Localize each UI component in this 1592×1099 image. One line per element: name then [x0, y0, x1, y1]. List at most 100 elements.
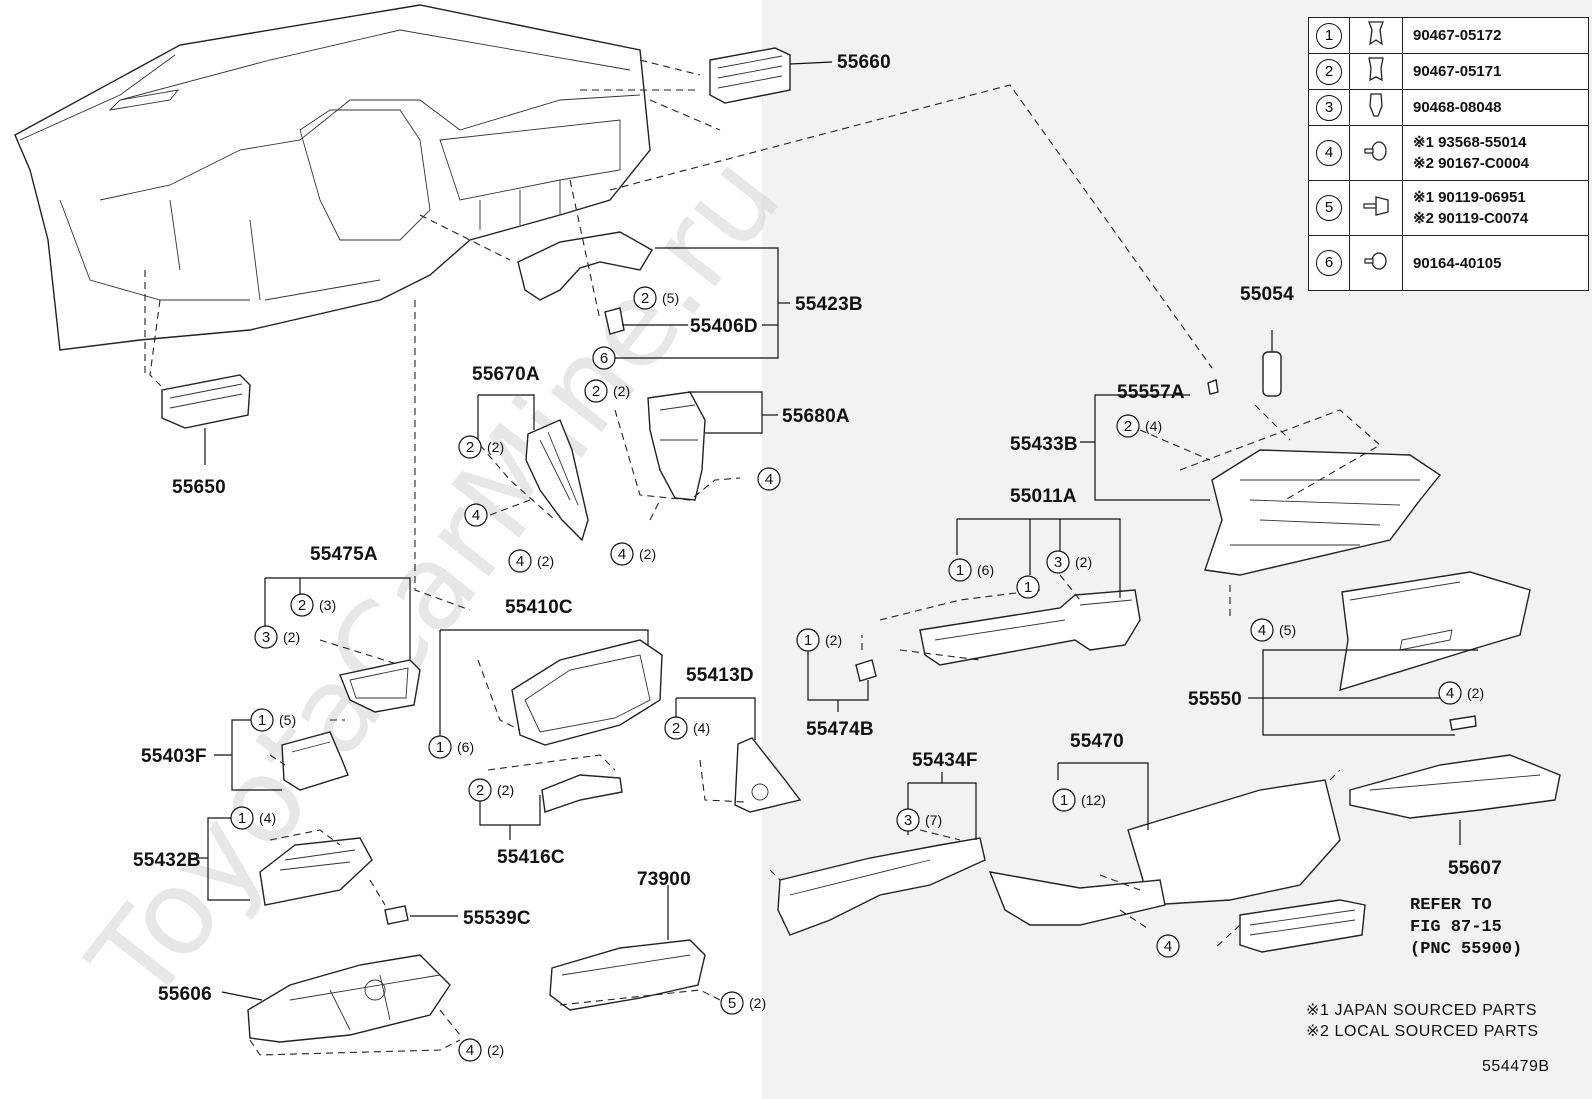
svg-text:(2): (2) — [283, 629, 300, 645]
svg-text:(6): (6) — [457, 739, 474, 755]
label-55474B: 55474B — [806, 719, 874, 740]
callout-55434F-3: 3 (7) — [896, 808, 942, 832]
leader-lines — [194, 61, 1478, 1001]
callout-55433B-2: 2 (4) — [1116, 414, 1162, 438]
svg-text:2: 2 — [672, 720, 680, 737]
legend-part-number: 90467-05171 — [1413, 63, 1502, 80]
svg-text:2: 2 — [592, 383, 600, 400]
svg-text:(2): (2) — [825, 632, 842, 648]
svg-text:(4): (4) — [1145, 418, 1162, 434]
svg-text:4: 4 — [466, 1042, 474, 1059]
label-55054: 55054 — [1240, 284, 1294, 305]
label-55557A: 55557A — [1117, 382, 1185, 403]
svg-text:2: 2 — [476, 782, 484, 799]
callout-55416C-2: 2(2) — [468, 778, 514, 802]
svg-text:(2): (2) — [1075, 554, 1092, 570]
side-vent-55660-shape — [709, 47, 791, 104]
legend-row: 4 ※1 93568-55014 ※2 90167-C0004 — [1308, 125, 1589, 181]
sourcing-notes: ※1 JAPAN SOURCED PARTS ※2 LOCAL SOURCED … — [1306, 1000, 1539, 1042]
callout-55670A-2: 2 (2) — [458, 435, 504, 459]
callout-55470-1: 1 (12) — [1052, 788, 1106, 812]
callout-55550-4: 4(2) — [1438, 681, 1484, 705]
clip-icon — [1368, 57, 1384, 82]
label-55410C: 55410C — [505, 597, 573, 618]
svg-text:(2): (2) — [639, 546, 656, 562]
svg-text:(2): (2) — [749, 995, 766, 1011]
callout-55670A-4b: 4(2) — [508, 549, 554, 573]
callout-55550-4top: 4 (5) — [1250, 618, 1296, 642]
legend-part-number-alt: ※2 90167-C0004 — [1413, 155, 1529, 172]
label-55550: 55550 — [1188, 689, 1242, 710]
clip-icon — [1369, 93, 1383, 117]
svg-text:1: 1 — [956, 562, 964, 579]
legend-number: 4 — [1316, 140, 1342, 166]
svg-text:(4): (4) — [259, 810, 276, 826]
svg-text:1: 1 — [1024, 579, 1032, 596]
svg-text:1: 1 — [1060, 792, 1068, 809]
svg-text:(4): (4) — [693, 720, 710, 736]
label-55607: 55607 — [1448, 858, 1502, 879]
legend-number: 3 — [1316, 94, 1342, 121]
legend-part-number: ※1 90119-06951 — [1413, 189, 1526, 206]
svg-text:1: 1 — [436, 739, 444, 756]
legend-number: 6 — [1316, 250, 1342, 276]
label-55539C: 55539C — [463, 908, 531, 929]
svg-text:(2): (2) — [613, 383, 630, 399]
svg-text:2: 2 — [466, 439, 474, 456]
callout-55470-4: 4 — [1156, 934, 1180, 958]
meter-hood-55410C-shape — [511, 639, 663, 746]
clip-icon — [1368, 21, 1384, 46]
svg-text:(5): (5) — [662, 290, 679, 306]
callout-55680A-2: 2 (2) — [584, 379, 630, 403]
svg-text:(2): (2) — [1467, 685, 1484, 701]
svg-text:3: 3 — [904, 812, 912, 829]
label-73900: 73900 — [637, 869, 691, 890]
svg-text:4: 4 — [516, 553, 524, 570]
note-local-sourced: ※2 LOCAL SOURCED PARTS — [1306, 1023, 1539, 1040]
svg-text:(5): (5) — [1279, 622, 1296, 638]
svg-text:(2): (2) — [487, 439, 504, 455]
lower-panel-55434F-shape — [777, 837, 986, 936]
legend-row: 6 90164-40105 — [1308, 235, 1589, 291]
clip-55539C-shape — [384, 905, 409, 925]
callout-55606-4: 4(2) — [458, 1038, 504, 1062]
svg-text:4: 4 — [1164, 938, 1172, 955]
panel-55403F-shape — [281, 731, 349, 791]
svg-text:(7): (7) — [925, 812, 942, 828]
label-55475A: 55475A — [310, 544, 378, 565]
lower-cover-55606-shape — [247, 954, 451, 1043]
screw-icon — [1364, 251, 1387, 270]
bolt-icon — [1363, 195, 1389, 216]
svg-text:5: 5 — [728, 995, 736, 1012]
center-cover-55470-shape — [988, 779, 1341, 926]
legend-number: 2 — [1316, 58, 1342, 85]
svg-text:2: 2 — [1124, 418, 1132, 435]
illustration-number: 554479B — [1482, 1058, 1550, 1075]
svg-text:1: 1 — [804, 632, 812, 649]
label-55670A: 55670A — [472, 364, 540, 385]
svg-text:4: 4 — [765, 471, 773, 488]
svg-text:(3): (3) — [319, 597, 336, 613]
refer-to-figure-note: REFER TO FIG 87-15 (PNC 55900) — [1410, 896, 1523, 959]
svg-text:3: 3 — [1054, 554, 1062, 571]
legend-part-number: ※1 93568-55014 — [1413, 134, 1527, 151]
svg-text:(12): (12) — [1081, 792, 1106, 808]
svg-text:1: 1 — [258, 712, 266, 729]
svg-text:(6): (6) — [977, 562, 994, 578]
legend-part-number: 90468-08048 — [1413, 99, 1502, 116]
side-vent-55650-shape — [161, 374, 251, 429]
damper-55054-shape — [1262, 330, 1282, 397]
note-japan-sourced: ※1 JAPAN SOURCED PARTS — [1306, 1002, 1538, 1019]
clip-55474B-shape — [855, 659, 877, 682]
instrument-panel-shape — [14, 4, 651, 351]
svg-text:4: 4 — [472, 507, 480, 524]
reinforcement-55011A-shape — [919, 589, 1141, 666]
svg-text:4: 4 — [1258, 622, 1266, 639]
label-55680A: 55680A — [782, 406, 850, 427]
callout-55680A-4b: 4(2) — [610, 542, 656, 566]
legend-part-number: 90164-40105 — [1413, 254, 1502, 272]
callout-55410C-1: 1 (6) — [428, 735, 474, 759]
svg-text:2: 2 — [641, 290, 649, 307]
